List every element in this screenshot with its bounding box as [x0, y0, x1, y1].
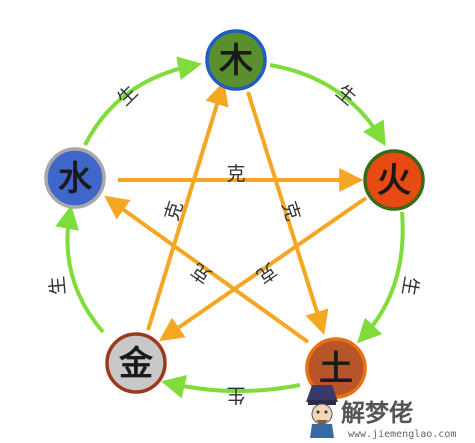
node-earth: 土 [305, 337, 367, 399]
element-nodes: 木 火 土 金 水 [44, 29, 425, 399]
generate-arrow-earth-metal [160, 374, 301, 399]
node-water-glyph: 水 [58, 159, 93, 199]
generate-arrow-fire-earth [357, 211, 405, 344]
generate-arrow-metal-water [55, 204, 105, 334]
node-water: 水 [44, 147, 106, 209]
node-metal: 金 [105, 332, 167, 394]
overcome-arrow-metal-wood [146, 81, 229, 331]
generate-labels: 生 生 生 生 生 [46, 81, 422, 406]
generate-arrow-wood-fire [269, 63, 386, 147]
node-wood: 木 [205, 29, 267, 91]
overcome-label: 克 [187, 258, 215, 287]
generate-label: 生 [46, 275, 70, 296]
generate-arrow-water-wood [83, 56, 203, 146]
overcome-arrow-fire-metal [159, 196, 368, 342]
node-earth-glyph: 土 [319, 349, 353, 389]
node-fire: 火 [363, 149, 425, 211]
watermark-title: 解梦佬 [341, 399, 413, 427]
overcome-arrow-earth-water [104, 195, 310, 344]
node-water-circle [44, 147, 106, 209]
generate-cycle [55, 56, 405, 399]
generate-label: 生 [397, 275, 422, 298]
overcome-star [104, 81, 368, 344]
generate-label: 生 [226, 384, 245, 406]
overcome-label: 克 [226, 163, 245, 185]
watermark-url: www.jiemenglao.com [348, 429, 456, 440]
node-fire-circle [363, 149, 425, 211]
node-metal-glyph: 金 [118, 344, 154, 384]
node-wood-glyph: 木 [218, 41, 253, 81]
node-fire-glyph: 火 [377, 161, 411, 201]
watermark-mascot-icon [306, 385, 338, 438]
overcome-arrow-wood-earth [246, 91, 329, 335]
node-metal-circle [105, 332, 167, 394]
watermark: 解梦佬 www.jiemenglao.com [306, 385, 456, 440]
node-wood-circle [205, 29, 267, 91]
overcome-label: 克 [252, 258, 280, 287]
